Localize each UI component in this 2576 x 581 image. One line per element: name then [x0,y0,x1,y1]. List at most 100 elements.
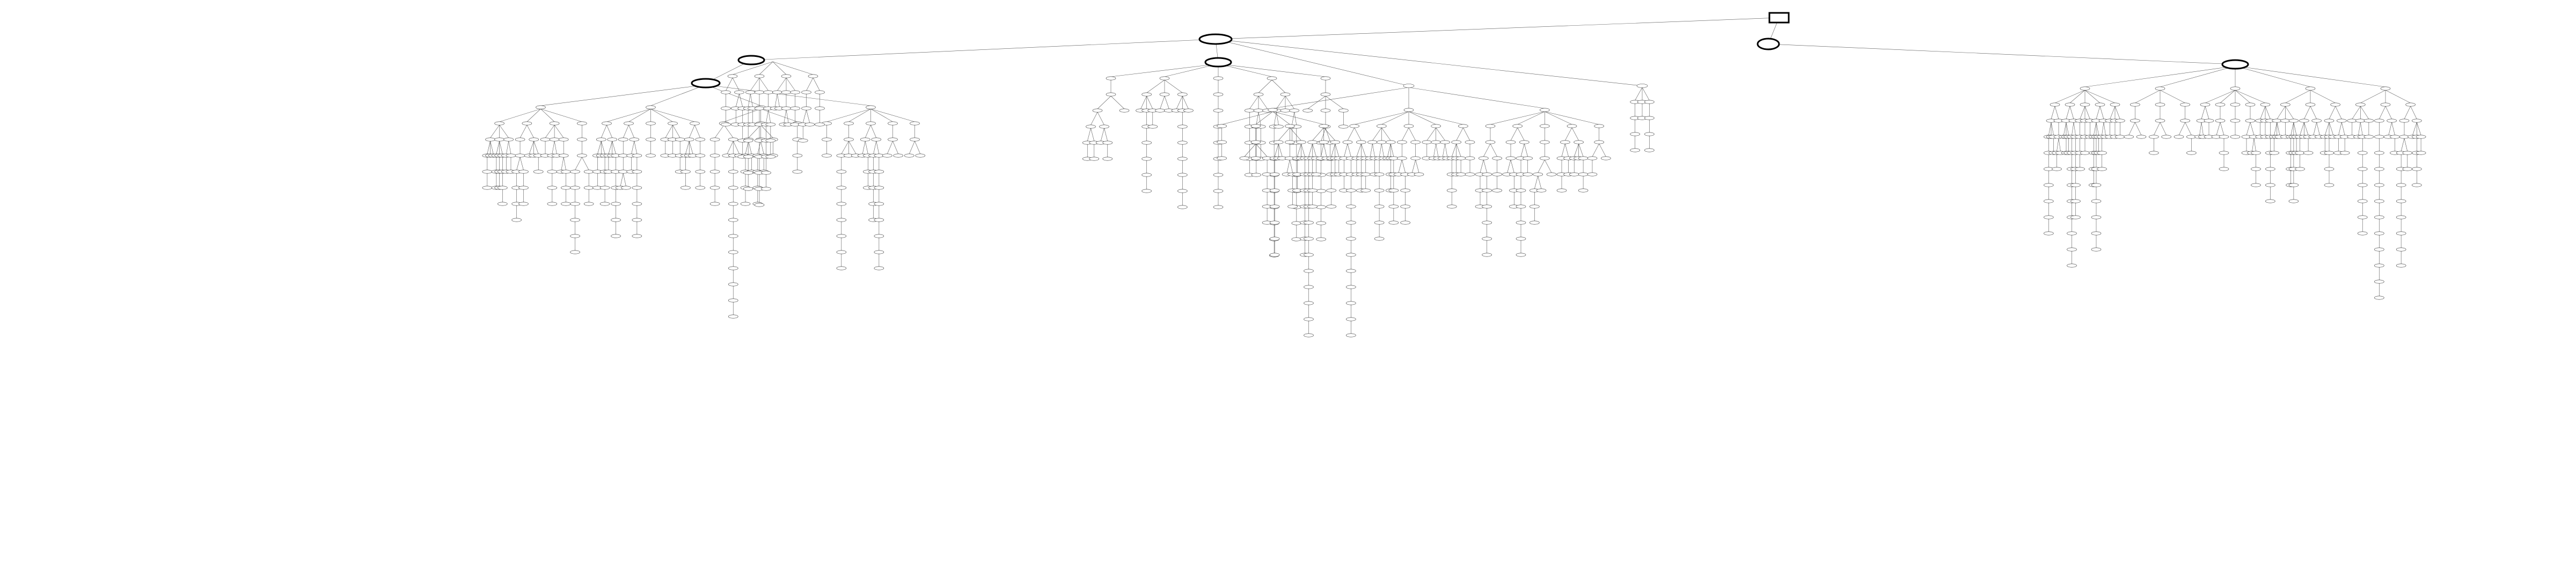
node-shape [583,186,594,190]
graph-edge [650,108,695,122]
node-shape [485,137,495,142]
node-shape [1269,204,1280,209]
graph-edge [1381,127,1391,141]
node-shape [1410,140,1421,144]
node-shape [721,90,731,94]
node-shape [1492,172,1502,176]
node-shape [2396,199,2406,203]
graph-node [2288,183,2299,187]
node-shape [801,106,811,111]
graph-node [2044,215,2054,219]
node-shape [1307,204,1318,209]
node-shape [2288,119,2299,123]
graph-node [2265,167,2275,171]
graph-node [2396,231,2406,236]
graph-edge [2265,106,2271,120]
graph-node [2044,183,2054,187]
node-shape [2380,102,2391,107]
graph-edge [490,141,494,155]
node-shape [2387,119,2397,123]
graph-node [772,90,782,94]
graph-edge [1110,63,1219,77]
graph-node [2110,102,2120,107]
graph-node [1516,188,1526,193]
graph-node [1177,205,1188,209]
node-shape [822,153,832,158]
graph-node [1304,317,1314,321]
node-shape [1147,124,1158,129]
node-shape [561,202,571,206]
node-shape [1253,108,1264,113]
node-shape [860,137,870,142]
graph-edge [526,108,541,122]
node-shape [822,137,832,142]
graph-node [2396,247,2406,252]
node-shape [1388,204,1399,209]
graph-node [761,187,771,191]
graph-edge [2360,122,2363,136]
graph-node [2251,183,2261,187]
node-shape [2374,280,2384,284]
node-shape [836,218,847,222]
graph-node [2251,167,2261,171]
graph-node [1250,140,1261,144]
graph-node [577,121,587,126]
graph-node [1458,124,1468,128]
graph-node [743,138,753,143]
node-shape [1183,108,1194,113]
graph-edge [623,124,629,138]
graph-node [765,122,776,127]
graph-edge [499,124,509,138]
graph-edge [2057,138,2059,152]
node-shape [1440,140,1450,144]
node-shape [1245,108,1255,113]
highlighted-node [1204,57,1232,68]
graph-node [1400,204,1410,209]
node-shape [558,153,569,158]
graph-node [1141,173,1152,177]
graph-edge [2154,122,2161,136]
graph-node [1177,124,1188,129]
node-shape [547,186,558,190]
graph-node [1512,124,1523,128]
graph-node [1280,92,1291,97]
node-shape [1403,124,1414,128]
graph-node [728,314,738,319]
graph-node [2067,263,2077,268]
node-shape [1594,140,1604,144]
graph-node [2390,135,2400,139]
graph-node [2303,151,2314,155]
graph-node [515,153,525,158]
graph-edge [1456,127,1463,141]
graph-node [2311,119,2322,123]
graph-node [1431,140,1441,144]
node-shape [1346,285,1356,289]
graph-edge [1325,128,1330,142]
graph-node [1587,156,1598,160]
graph-node [1578,188,1589,193]
graph-edge [2401,138,2405,152]
node-shape [621,186,631,190]
node-shape [695,153,706,158]
graph-edge [1323,127,1336,141]
node-shape [1485,140,1496,144]
graph-node [1540,140,1550,144]
graph-node [1587,172,1598,176]
graph-edge [1323,143,1327,157]
graph-node [2130,119,2140,123]
graph-node [547,186,558,190]
node-shape [1253,92,1264,97]
node-shape [2396,183,2406,187]
graph-node [728,170,738,174]
node-shape [1505,156,1516,160]
graph-node [815,122,825,127]
graph-node [1556,188,1567,193]
graph-node [754,90,765,94]
node-shape [801,90,811,94]
graph-edge [608,141,613,155]
node-shape [728,202,738,206]
node-shape [1492,188,1502,193]
graph-node [518,170,529,174]
graph-node [494,121,504,126]
node-shape [1316,189,1326,193]
